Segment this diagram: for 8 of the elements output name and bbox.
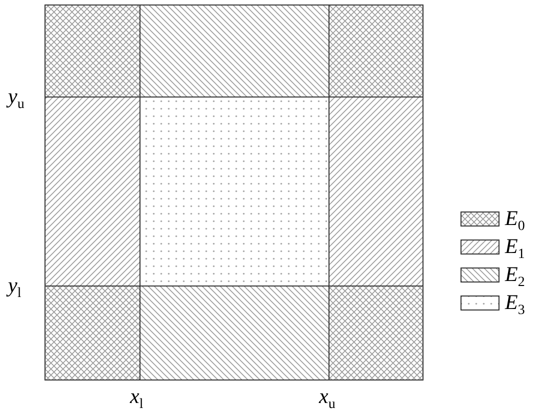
legend-label: E$_{1}$ <box>505 236 525 262</box>
axis-label: x$_{u}$ <box>319 386 336 411</box>
axis-label: x$_{l}$ <box>130 386 144 411</box>
axis-label: y$_{u}$ <box>8 86 24 112</box>
legend-label: E$_{2}$ <box>505 264 525 290</box>
legend-label: E$_{0}$ <box>505 208 525 234</box>
axis-label: y$_{l}$ <box>8 275 22 301</box>
legend-label: E$_{3}$ <box>505 292 525 318</box>
